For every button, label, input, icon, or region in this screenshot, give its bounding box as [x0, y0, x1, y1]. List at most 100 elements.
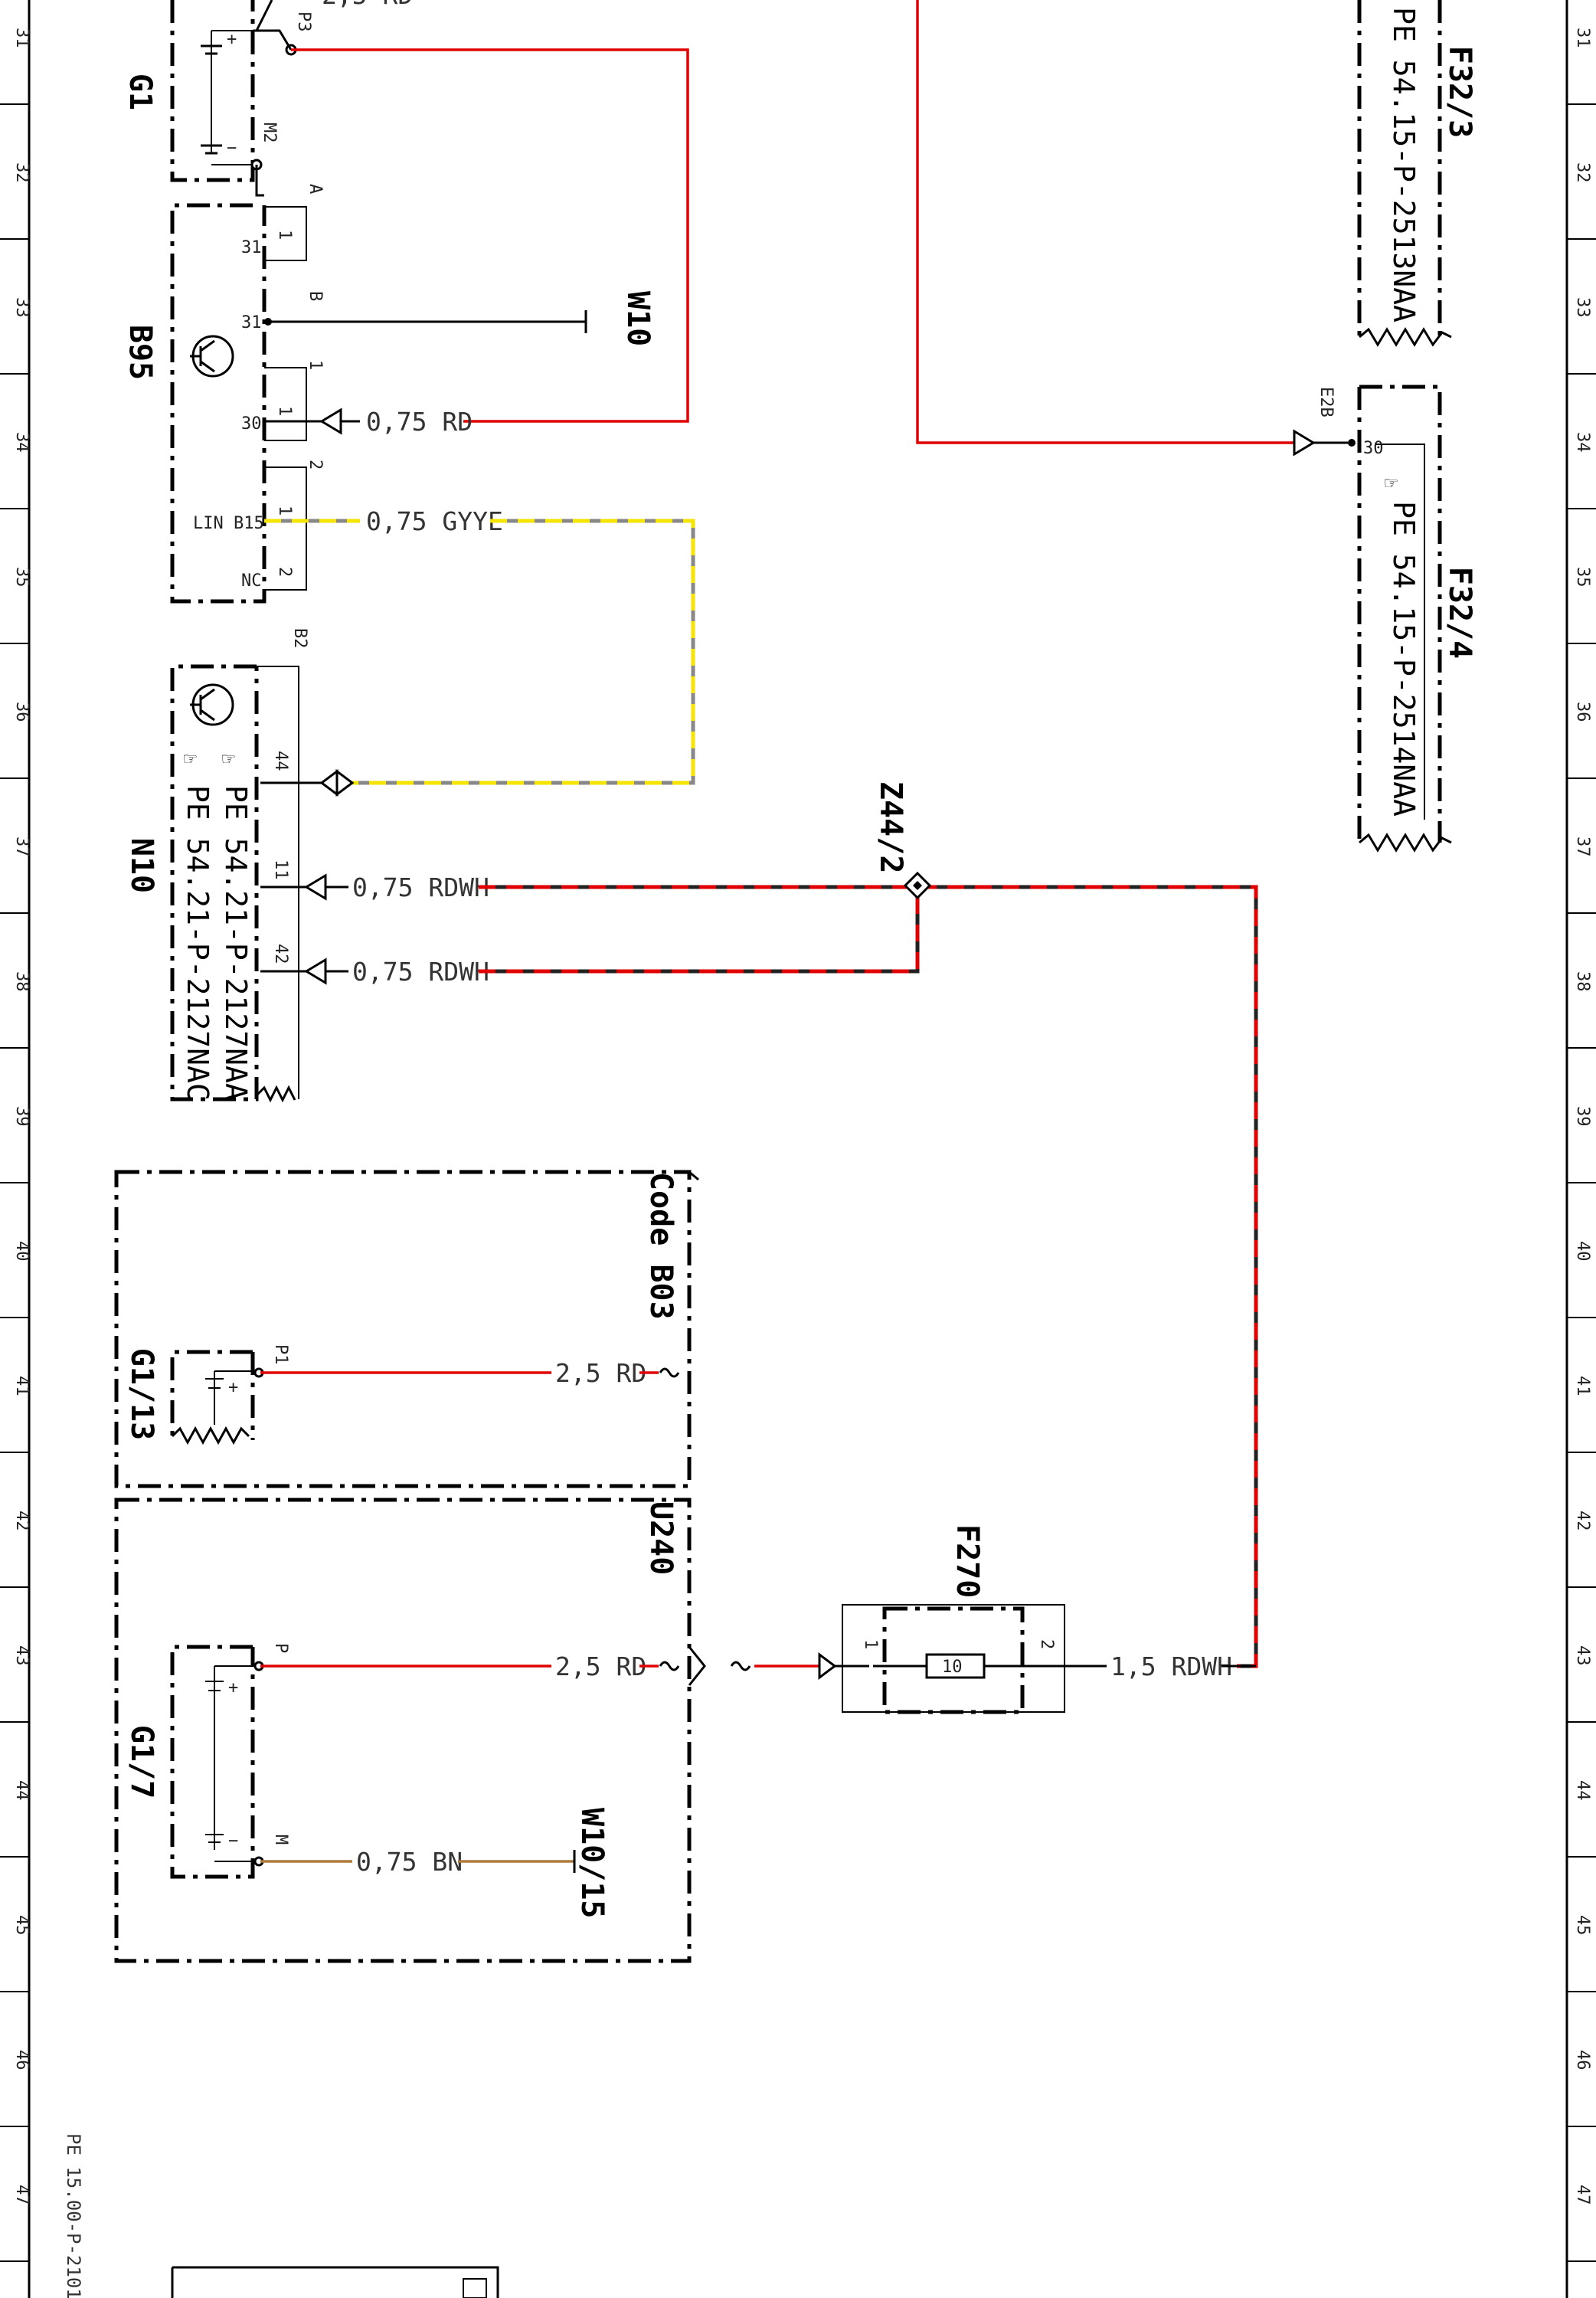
wire-label-b95-lin: 0,75 GYYE — [366, 506, 503, 536]
grid-row-label: 35 — [1573, 567, 1592, 588]
code-b03-box: Code B03 — [114, 1170, 699, 1488]
grid-row-label: 33 — [1573, 297, 1592, 318]
hand-pointer-icon-n10-b: ☞ — [222, 746, 235, 771]
grid-row-label: 45 — [12, 1915, 31, 1936]
f270-pin-2: 2 — [1037, 1639, 1056, 1649]
component-b95: A 1 31 B 31 W10 1 1 30 2 1 LIN B15 2 NC … — [123, 165, 656, 604]
grid-row-label: 41 — [1573, 1376, 1592, 1396]
grid-row-label: 45 — [1573, 1915, 1592, 1936]
footer: PE 15.00-P-2101- — [63, 2133, 499, 2298]
wire-lin-b95-to-n10 — [352, 519, 695, 785]
w10-ground-label: W10 — [620, 291, 656, 346]
f270-label: F270 — [950, 1524, 985, 1598]
component-g1: + − G1 P3 M2 — [123, 0, 313, 182]
grid-row-label: 42 — [12, 1511, 31, 1531]
n10-reference-2: PE 54.21-P-2127NAC — [181, 785, 214, 1101]
info-icon — [463, 2278, 487, 2298]
grid-row-label: 40 — [12, 1241, 31, 1262]
b95-pin-nc: NC — [241, 571, 262, 591]
grid-row-label: 31 — [1573, 28, 1592, 48]
grid-row-label: 39 — [1573, 1106, 1592, 1127]
hand-pointer-icon-n10-a: ☞ — [184, 746, 197, 771]
b95-pin-1-a: 1 — [275, 230, 294, 240]
component-f32-4: F32/4 PE 54.15-P-2514NAA E2B 30 ☞ — [1316, 385, 1477, 853]
component-g1-13: + G1/13 P1 — [124, 1344, 290, 1445]
grid-row-label: 37 — [1573, 836, 1592, 857]
b95-pin-lin-b15: LIN B15 — [193, 514, 264, 533]
hand-pointer-icon: ☞ — [1385, 470, 1398, 496]
grid-row-label: 32 — [12, 162, 31, 183]
g1-13-plus: + — [228, 1378, 238, 1397]
grid-row-label: 36 — [12, 702, 31, 722]
wire-rdwh-n10-11-to-f270 — [479, 885, 1258, 1668]
grid-row-label: 43 — [12, 1645, 31, 1666]
n10-label: N10 — [124, 838, 159, 893]
g1-7-pin-p: P — [271, 1643, 290, 1653]
g1-plus-sign: + — [227, 30, 237, 49]
grid-row-label: 47 — [12, 2185, 31, 2205]
component-z44-2: Z44/2 — [873, 781, 932, 900]
wire-label-n10-42: 0,75 RDWH — [352, 957, 489, 987]
g1-7-minus: − — [228, 1832, 238, 1851]
b95-label: B95 — [123, 325, 158, 380]
g1-pin-p3: P3 — [294, 11, 313, 32]
z44-2-label: Z44/2 — [873, 781, 908, 873]
grid-row-label: 34 — [1573, 432, 1592, 453]
footer-reference: PE 15.00-P-2101- — [63, 2133, 84, 2298]
g1-13-pin-p1: P1 — [271, 1344, 290, 1365]
grid-row-label: 38 — [12, 971, 31, 992]
wire-label-g1-7-m: 0,75 BN — [356, 1847, 463, 1877]
grid-row-label: 37 — [12, 836, 31, 857]
g1-7-plus: + — [228, 1678, 238, 1697]
grid-row-label: 43 — [1573, 1645, 1592, 1666]
u240-label: U240 — [643, 1501, 679, 1575]
grid-row-label: 31 — [12, 28, 31, 48]
wire-g1-p3-to-b95-30 — [291, 48, 689, 423]
u240-box: U240 — [114, 1498, 706, 1963]
wire-label-g1-7-p: 2,5 RD — [555, 1651, 646, 1681]
grid-row-label: 44 — [1573, 1780, 1592, 1801]
b95-pin-b: B — [306, 291, 325, 301]
f32-3-label: F32/3 — [1442, 46, 1477, 138]
wire-label-f270-out: 1,5 RDWH — [1110, 1651, 1232, 1681]
f32-4-pin-30: 30 — [1363, 439, 1384, 458]
grid-row-label: 34 — [12, 432, 31, 453]
g1-minus-sign: − — [227, 139, 237, 158]
f32-4-pin-e2b: E2B — [1316, 387, 1336, 417]
g1-7-label: G1/7 — [124, 1725, 159, 1799]
code-b03-label: Code B03 — [643, 1172, 679, 1320]
g1-pin-m2: M2 — [260, 123, 279, 143]
grid-row-label: 36 — [1573, 702, 1592, 722]
grid-row-label: 39 — [12, 1106, 31, 1127]
n10-pin-42: 42 — [271, 944, 290, 964]
b95-pin-1-c: 1 — [275, 506, 294, 516]
component-g1-7: + − G1/7 P M — [124, 1643, 290, 1879]
grid-row-label: 38 — [1573, 971, 1592, 992]
n10-pin-11: 11 — [271, 859, 290, 880]
b95-pin-2-b: 2 — [275, 567, 294, 577]
f270-pin-1: 1 — [861, 1639, 880, 1649]
n10-reference-1: PE 54.21-P-2127NAA — [219, 785, 253, 1101]
grid-row-label: 47 — [1573, 2185, 1592, 2205]
f270-rating: 10 — [942, 1658, 963, 1677]
g1-7-pin-m: M — [271, 1835, 290, 1845]
wire-label-g1-13: 2,5 RD — [555, 1358, 646, 1388]
grid-row-label: 46 — [12, 2050, 31, 2070]
wire-label-b95-30: 0,75 RD — [366, 407, 473, 437]
b95-pin-a: A — [306, 184, 325, 194]
grid-row-label: 46 — [1573, 2050, 1592, 2070]
grid-row-label: 42 — [1573, 1511, 1592, 1531]
b95-pin-2-top: 2 — [306, 460, 325, 470]
b95-pin-1-b: 1 — [275, 406, 294, 416]
f32-4-reference: PE 54.15-P-2514NAA — [1387, 501, 1421, 817]
g1-label: G1 — [123, 74, 158, 110]
b95-pin-1-top: 1 — [306, 360, 325, 370]
component-n10: B2 ☞ ☞ PE 54.21-P-2127NAA PE 54.21-P-212… — [124, 628, 355, 1103]
g1-13-label: G1/13 — [124, 1348, 159, 1440]
wire-red-to-f32-4 — [916, 0, 1294, 444]
b95-pin-31-a: 31 — [241, 238, 262, 257]
n10-pin-44: 44 — [271, 751, 290, 771]
